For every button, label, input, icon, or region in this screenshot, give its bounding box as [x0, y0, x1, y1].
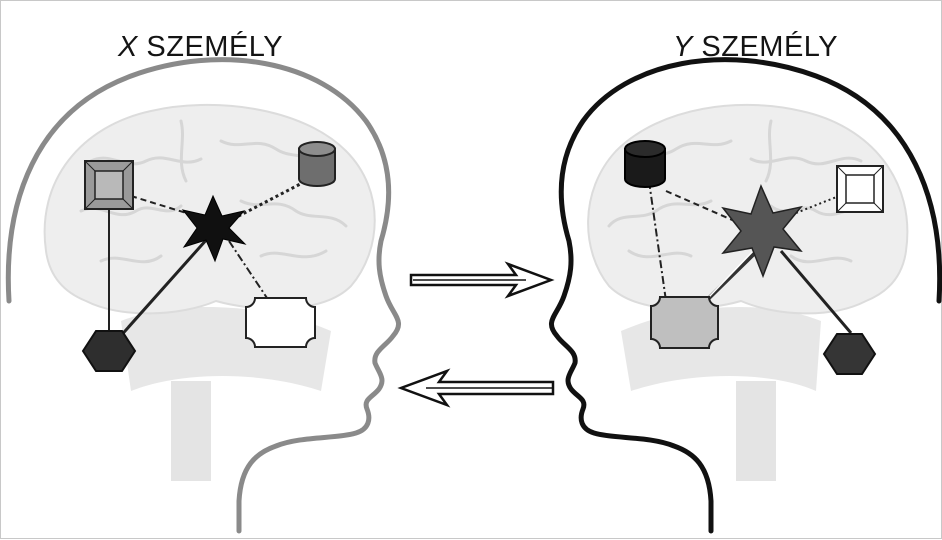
person-y-square-node [836, 165, 884, 213]
person-x-spine [171, 381, 211, 481]
arrow-x-to-y [409, 261, 555, 299]
person-x-letter: X [118, 31, 138, 63]
person-y-head [549, 57, 942, 534]
person-y-title: Y SZEMÉLY [673, 31, 838, 64]
person-y-hexagon-node [822, 333, 877, 375]
person-x-plaque-node [245, 297, 316, 348]
person-y-star-node [721, 183, 803, 279]
person-x-head [5, 57, 401, 534]
arrow-y-to-x [397, 368, 555, 408]
person-x-connections [107, 179, 307, 350]
person-x-star-node [181, 194, 247, 263]
person-y-nodes [624, 140, 884, 375]
person-x-cylinder-node [298, 141, 336, 187]
person-x-hexagon-node [81, 330, 137, 372]
person-y-head-outline [549, 57, 942, 534]
person-y-brain [587, 103, 909, 315]
person-y-plaque-node [650, 296, 719, 349]
person-y-letter: Y [673, 31, 693, 63]
person-y-spine [736, 381, 776, 481]
person-x-nodes [81, 141, 336, 372]
person-y-cylinder-node [624, 140, 666, 188]
person-x-head-outline [5, 57, 401, 534]
person-x-square-node [84, 160, 134, 210]
